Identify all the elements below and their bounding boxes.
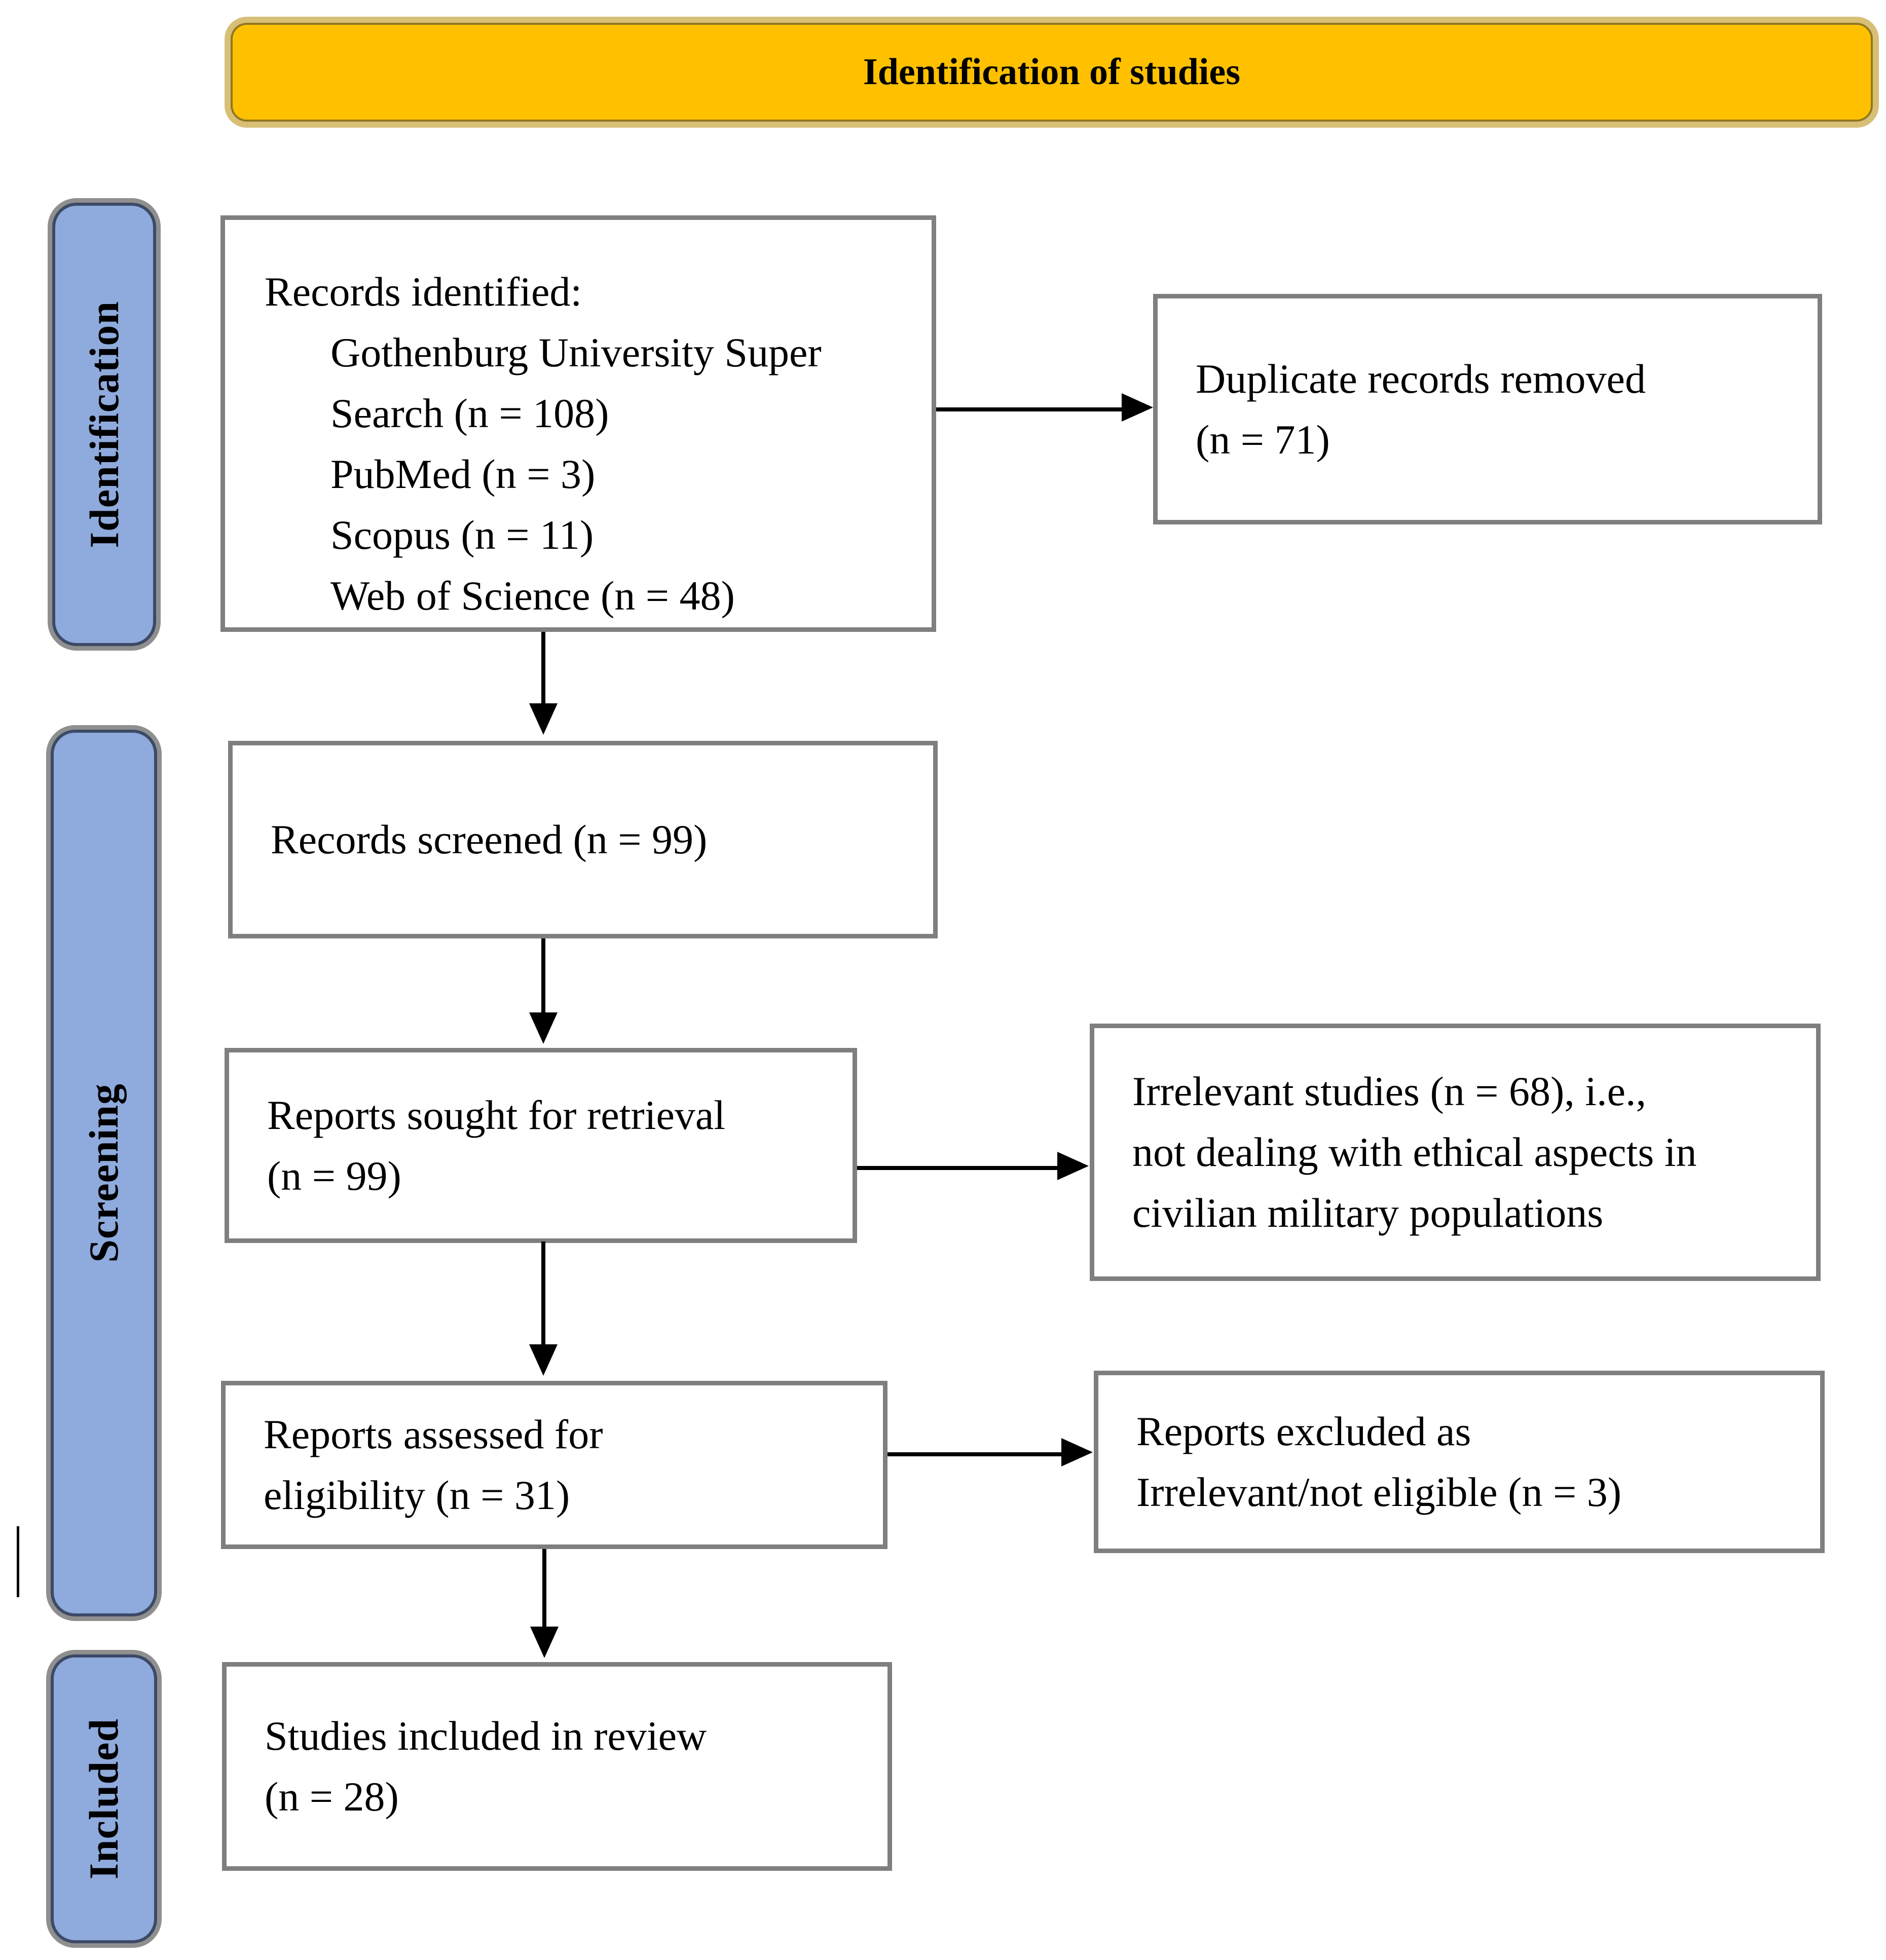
box-line: Records screened (n = 99) bbox=[271, 816, 708, 862]
box-line: Reports excluded as bbox=[1136, 1408, 1471, 1454]
box-studies-included-in-review: Studies included in review (n = 28) bbox=[222, 1662, 892, 1871]
stage-label-screening-text: Screening bbox=[81, 1083, 127, 1263]
stage-label-identification-text: Identification bbox=[81, 300, 127, 548]
stage-label-screening: Screening bbox=[51, 730, 157, 1616]
box-line: Reports sought for retrieval bbox=[267, 1091, 726, 1138]
arrow-sought-to-irrelevant-line bbox=[857, 1166, 1058, 1170]
box-line: Search (n = 108) bbox=[330, 390, 609, 436]
stage-label-included: Included bbox=[51, 1654, 157, 1943]
arrow-assessed-to-included-head-icon bbox=[530, 1627, 559, 1658]
arrow-assessed-to-excluded-line bbox=[887, 1452, 1062, 1456]
box-line: civilian military populations bbox=[1132, 1190, 1604, 1236]
arrow-screened-to-sought-head-icon bbox=[529, 1012, 558, 1044]
arrow-sought-to-assessed-head-icon bbox=[529, 1344, 558, 1376]
arrow-assessed-to-included-line bbox=[542, 1549, 546, 1628]
arrow-sought-to-irrelevant-head-icon bbox=[1057, 1152, 1089, 1180]
stage-label-identification: Identification bbox=[52, 203, 156, 646]
box-records-identified: Records identified: Gothenburg Universit… bbox=[220, 215, 936, 632]
stage-label-included-text: Included bbox=[81, 1718, 127, 1879]
arrow-identified-to-screened-head-icon bbox=[529, 703, 558, 735]
arrow-identified-to-duplicates-head-icon bbox=[1122, 393, 1153, 422]
arrow-sought-to-assessed-line bbox=[541, 1241, 545, 1345]
banner-identification-of-studies: Identification of studies bbox=[231, 23, 1873, 122]
box-line: Studies included in review bbox=[265, 1713, 707, 1759]
box-line: PubMed (n = 3) bbox=[330, 451, 596, 497]
box-line: Records identified: bbox=[265, 269, 582, 315]
box-line: Scopus (n = 11) bbox=[330, 512, 594, 558]
box-line: (n = 71) bbox=[1196, 416, 1330, 463]
box-line: (n = 28) bbox=[265, 1774, 399, 1820]
box-irrelevant-studies: Irrelevant studies (n = 68), i.e., not d… bbox=[1090, 1024, 1821, 1281]
stray-vertical-mark bbox=[17, 1526, 19, 1597]
box-duplicate-records-removed: Duplicate records removed (n = 71) bbox=[1153, 294, 1822, 524]
box-line: Gothenburg University Super bbox=[330, 329, 822, 375]
box-line: eligibility (n = 31) bbox=[264, 1472, 570, 1518]
box-reports-sought-for-retrieval: Reports sought for retrieval (n = 99) bbox=[225, 1048, 857, 1243]
arrow-screened-to-sought-line bbox=[541, 938, 545, 1013]
box-records-screened: Records screened (n = 99) bbox=[228, 741, 938, 938]
box-line: Web of Science (n = 48) bbox=[330, 573, 735, 619]
arrow-identified-to-duplicates-line bbox=[936, 407, 1123, 411]
box-line: Duplicate records removed bbox=[1196, 355, 1646, 402]
arrow-identified-to-screened-line bbox=[541, 632, 545, 704]
box-reports-excluded: Reports excluded as Irrelevant/not eligi… bbox=[1094, 1371, 1825, 1553]
box-reports-assessed-for-eligibility: Reports assessed for eligibility (n = 31… bbox=[221, 1381, 887, 1549]
records-identified-sources: Gothenburg University Super Search (n = … bbox=[330, 322, 916, 626]
box-line: Irrelevant studies (n = 68), i.e., bbox=[1132, 1068, 1646, 1114]
box-line: Reports assessed for bbox=[264, 1411, 603, 1457]
banner-label: Identification of studies bbox=[863, 51, 1241, 93]
arrow-assessed-to-excluded-head-icon bbox=[1061, 1438, 1093, 1466]
box-line: Irrelevant/not eligible (n = 3) bbox=[1136, 1469, 1622, 1515]
box-line: (n = 99) bbox=[267, 1152, 401, 1199]
box-line: not dealing with ethical aspects in bbox=[1132, 1129, 1697, 1175]
